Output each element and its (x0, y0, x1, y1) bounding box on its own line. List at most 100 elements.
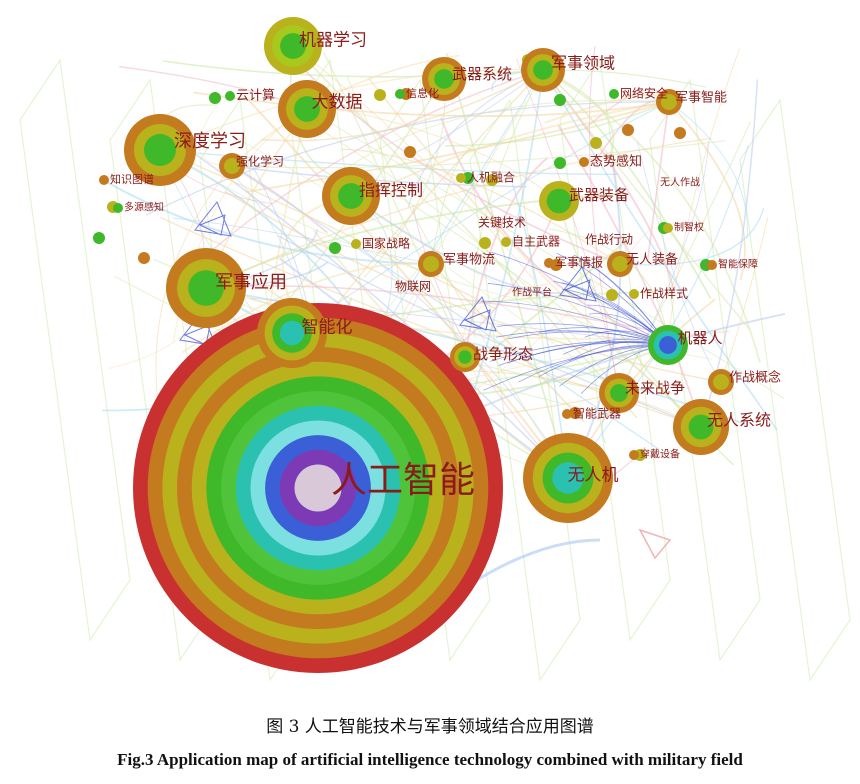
t-wearable-label: 穿戴设备 (640, 448, 680, 461)
t-situation-dot (579, 157, 589, 167)
t-mil-intel-info-dot (544, 258, 554, 268)
t-sense-label: 多源感知 (124, 201, 164, 214)
robot-link (481, 300, 669, 346)
node-ring (188, 270, 224, 306)
link-cluster (459, 296, 497, 332)
t-cloud-label: 云计算 (236, 89, 275, 104)
minor-node (374, 89, 386, 101)
n-unmanned-sys-node (673, 399, 729, 455)
n-command-node (322, 167, 380, 225)
t-smart-weapon-dot (562, 409, 572, 419)
robot-link (498, 342, 669, 366)
minor-node (404, 146, 416, 158)
n-intelligent-label: 智能化 (302, 318, 353, 338)
n-weapon-equip-node (539, 181, 579, 221)
node-ring (144, 134, 176, 166)
t-netsec-label: 网络安全 (620, 86, 668, 101)
co-occurrence-link (557, 124, 702, 428)
n-command-label: 指挥控制 (359, 181, 423, 200)
node-ring (610, 384, 628, 402)
t-mil-intel-info-label: 军事情报 (555, 255, 603, 270)
t-situation-label: 态势感知 (590, 154, 642, 170)
minor-node (606, 289, 618, 301)
t-autonomous-label: 自主武器 (512, 235, 560, 249)
n-uav-node (523, 433, 613, 523)
minor-node (674, 127, 686, 139)
t-human-machine-label: 人机融合 (467, 170, 515, 185)
robot-link (489, 341, 669, 362)
co-occurrence-link (542, 69, 751, 331)
co-occurrence-link (260, 69, 544, 142)
co-occurrence-link (163, 60, 544, 78)
n-weapon-system-label: 武器系统 (452, 65, 512, 83)
minor-node (479, 237, 491, 249)
t-intel-support-label: 智能保障 (718, 258, 758, 271)
co-occurrence-link (430, 148, 473, 265)
minor-node (554, 157, 566, 169)
node-ring (713, 374, 729, 390)
co-occurrence-link (720, 217, 769, 383)
n-uav-label: 无人机 (568, 466, 619, 486)
minor-node (329, 242, 341, 254)
co-occurrence-link (472, 69, 544, 338)
co-occurrence-link (205, 137, 712, 289)
watermark-stroke (19, 58, 131, 642)
watermark-stroke (739, 98, 851, 682)
application-map: 人工智能无人机军事应用智能化深度学习机器学习大数据指挥控制武器系统军事领域武器装… (19, 17, 851, 682)
minor-node (554, 94, 566, 106)
co-occurrence-link (350, 195, 561, 295)
co-occurrence-link (667, 48, 740, 346)
t-netsec-dot (609, 89, 619, 99)
n-unmanned-equip-node (607, 251, 633, 277)
n-mil-intel-label: 军事智能 (675, 91, 727, 106)
n-future-war-label: 未来战争 (625, 379, 685, 397)
link-cluster (194, 201, 232, 237)
watermark-stroke (649, 78, 761, 662)
node-ring (434, 69, 454, 89)
n-weapon-system-node (422, 57, 466, 101)
n-mil-logistics-node (418, 251, 444, 277)
co-occurrence-link (231, 140, 726, 169)
t-national-dot (351, 239, 361, 249)
t-knowledge-label: 知识图谱 (110, 172, 154, 186)
robot-link (491, 252, 669, 346)
robot-link (496, 330, 669, 346)
node-ring (294, 96, 320, 122)
n-unmanned-equip-label: 无人装备 (626, 252, 678, 268)
node-ring (294, 464, 342, 512)
t-sense-dot (113, 203, 123, 213)
co-occurrence-link (445, 101, 670, 147)
caption-chinese: 图 3 人工智能技术与军事领域结合应用图谱 (266, 717, 594, 737)
n-robot-node (648, 325, 688, 365)
n-machine-learning-label: 机器学习 (299, 31, 367, 51)
t-combat-style-dot (629, 289, 639, 299)
co-occurrence-link (668, 101, 746, 281)
co-occurrence-link (549, 228, 669, 346)
t-autonomous-dot (501, 237, 511, 247)
minor-node (590, 137, 602, 149)
n-big-data-node (278, 80, 336, 138)
node-ring (612, 256, 628, 272)
n-deep-learning-node (124, 114, 196, 186)
minor-node (569, 407, 581, 419)
link-cluster (638, 528, 672, 560)
n-war-form-label: 战争形态 (473, 345, 533, 363)
t-wearable-dot (629, 450, 639, 460)
t-combat-style-label: 作战样式 (640, 286, 688, 301)
t-info-label: 信息化 (406, 86, 439, 100)
co-occurrence-link (542, 69, 778, 431)
n-combat-concept-node (708, 369, 734, 395)
n-ai-label: 人工智能 (331, 460, 475, 501)
co-occurrence-link (516, 58, 620, 394)
n-military-domain-node (521, 48, 565, 92)
t-combat-action-label: 作战行动 (585, 233, 633, 247)
t-unmanned-combat-label: 无人作战 (660, 177, 700, 189)
co-occurrence-link (193, 91, 670, 117)
co-occurrence-link (646, 101, 670, 262)
n-combat-concept-label: 作战概念 (729, 370, 781, 386)
co-occurrence-link (636, 141, 722, 383)
node-ring (279, 320, 305, 346)
t-human-machine-dot (456, 173, 466, 183)
n-reinforce-node (219, 153, 245, 179)
co-occurrence-link (231, 54, 461, 167)
